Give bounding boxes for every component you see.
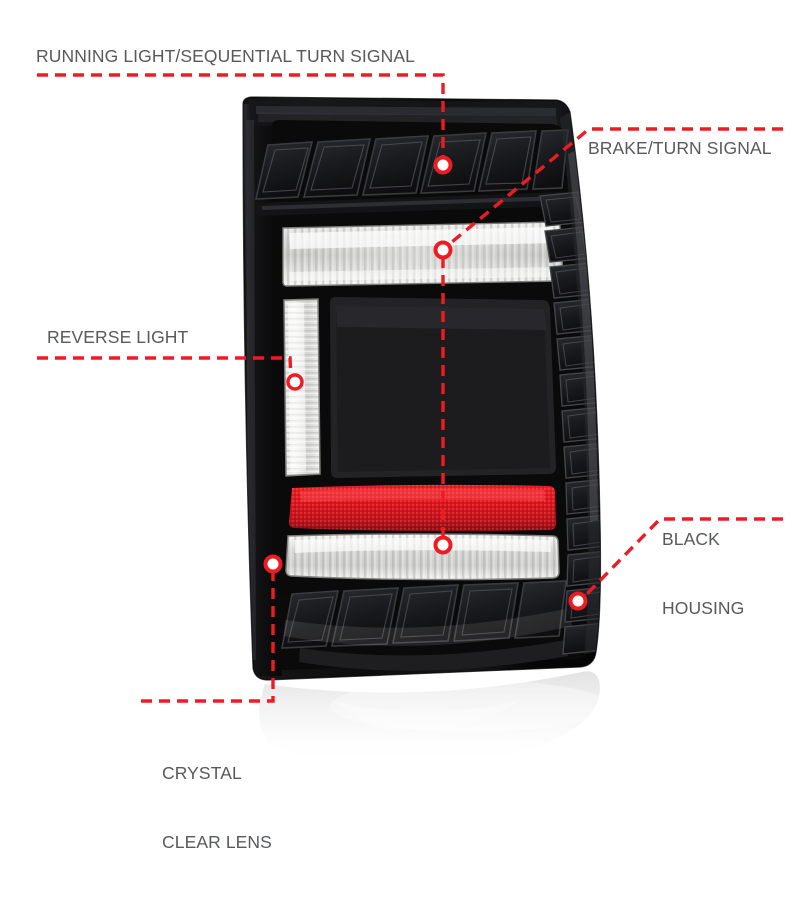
- callout-label-reverse-light: REVERSE LIGHT: [47, 327, 189, 347]
- marker-running-light: [433, 155, 453, 175]
- marker-brake-turn-lower: [433, 535, 453, 555]
- upper-clear-lens-bar: [282, 221, 564, 287]
- leader-reverse-light: [37, 356, 293, 380]
- callout-markers: [263, 155, 588, 611]
- callout-label-black-housing-line2: HOUSING: [662, 598, 745, 618]
- marker-crystal-clear-lens: [263, 554, 283, 574]
- upper-fin-array: [254, 129, 569, 216]
- callout-label-black-housing-line1: BLACK: [662, 529, 720, 549]
- callout-label-black-housing: BLACK HOUSING: [662, 482, 744, 666]
- callout-label-crystal-clear-lens-line2: CLEAR LENS: [162, 832, 272, 852]
- leader-crystal-clear-lens: [140, 570, 275, 703]
- marker-brake-turn: [433, 240, 453, 260]
- surface-reflection: [259, 671, 610, 768]
- callout-label-crystal-clear-lens-line1: CRYSTAL: [162, 763, 242, 783]
- leader-running-light: [37, 73, 445, 159]
- callout-label-brake-turn-signal: BRAKE/TURN SIGNAL: [588, 138, 772, 158]
- reverse-light-strip: [283, 298, 321, 477]
- leader-black-housing: [581, 517, 783, 600]
- diagram-canvas: RUNNING LIGHT/SEQUENTIAL TURN SIGNAL BRA…: [36, 46, 783, 852]
- callout-label-crystal-clear-lens: CRYSTAL CLEAR LENS: [162, 716, 272, 900]
- marker-reverse-light: [286, 373, 304, 391]
- lower-fin-array: [281, 580, 572, 671]
- callout-lines: [37, 73, 783, 703]
- red-reflector-band: [289, 484, 556, 532]
- leader-brake-turn: [445, 127, 783, 248]
- lower-clear-lens-bar: [285, 533, 560, 581]
- callout-label-running-light: RUNNING LIGHT/SEQUENTIAL TURN SIGNAL: [36, 46, 415, 66]
- marker-black-housing: [568, 591, 588, 611]
